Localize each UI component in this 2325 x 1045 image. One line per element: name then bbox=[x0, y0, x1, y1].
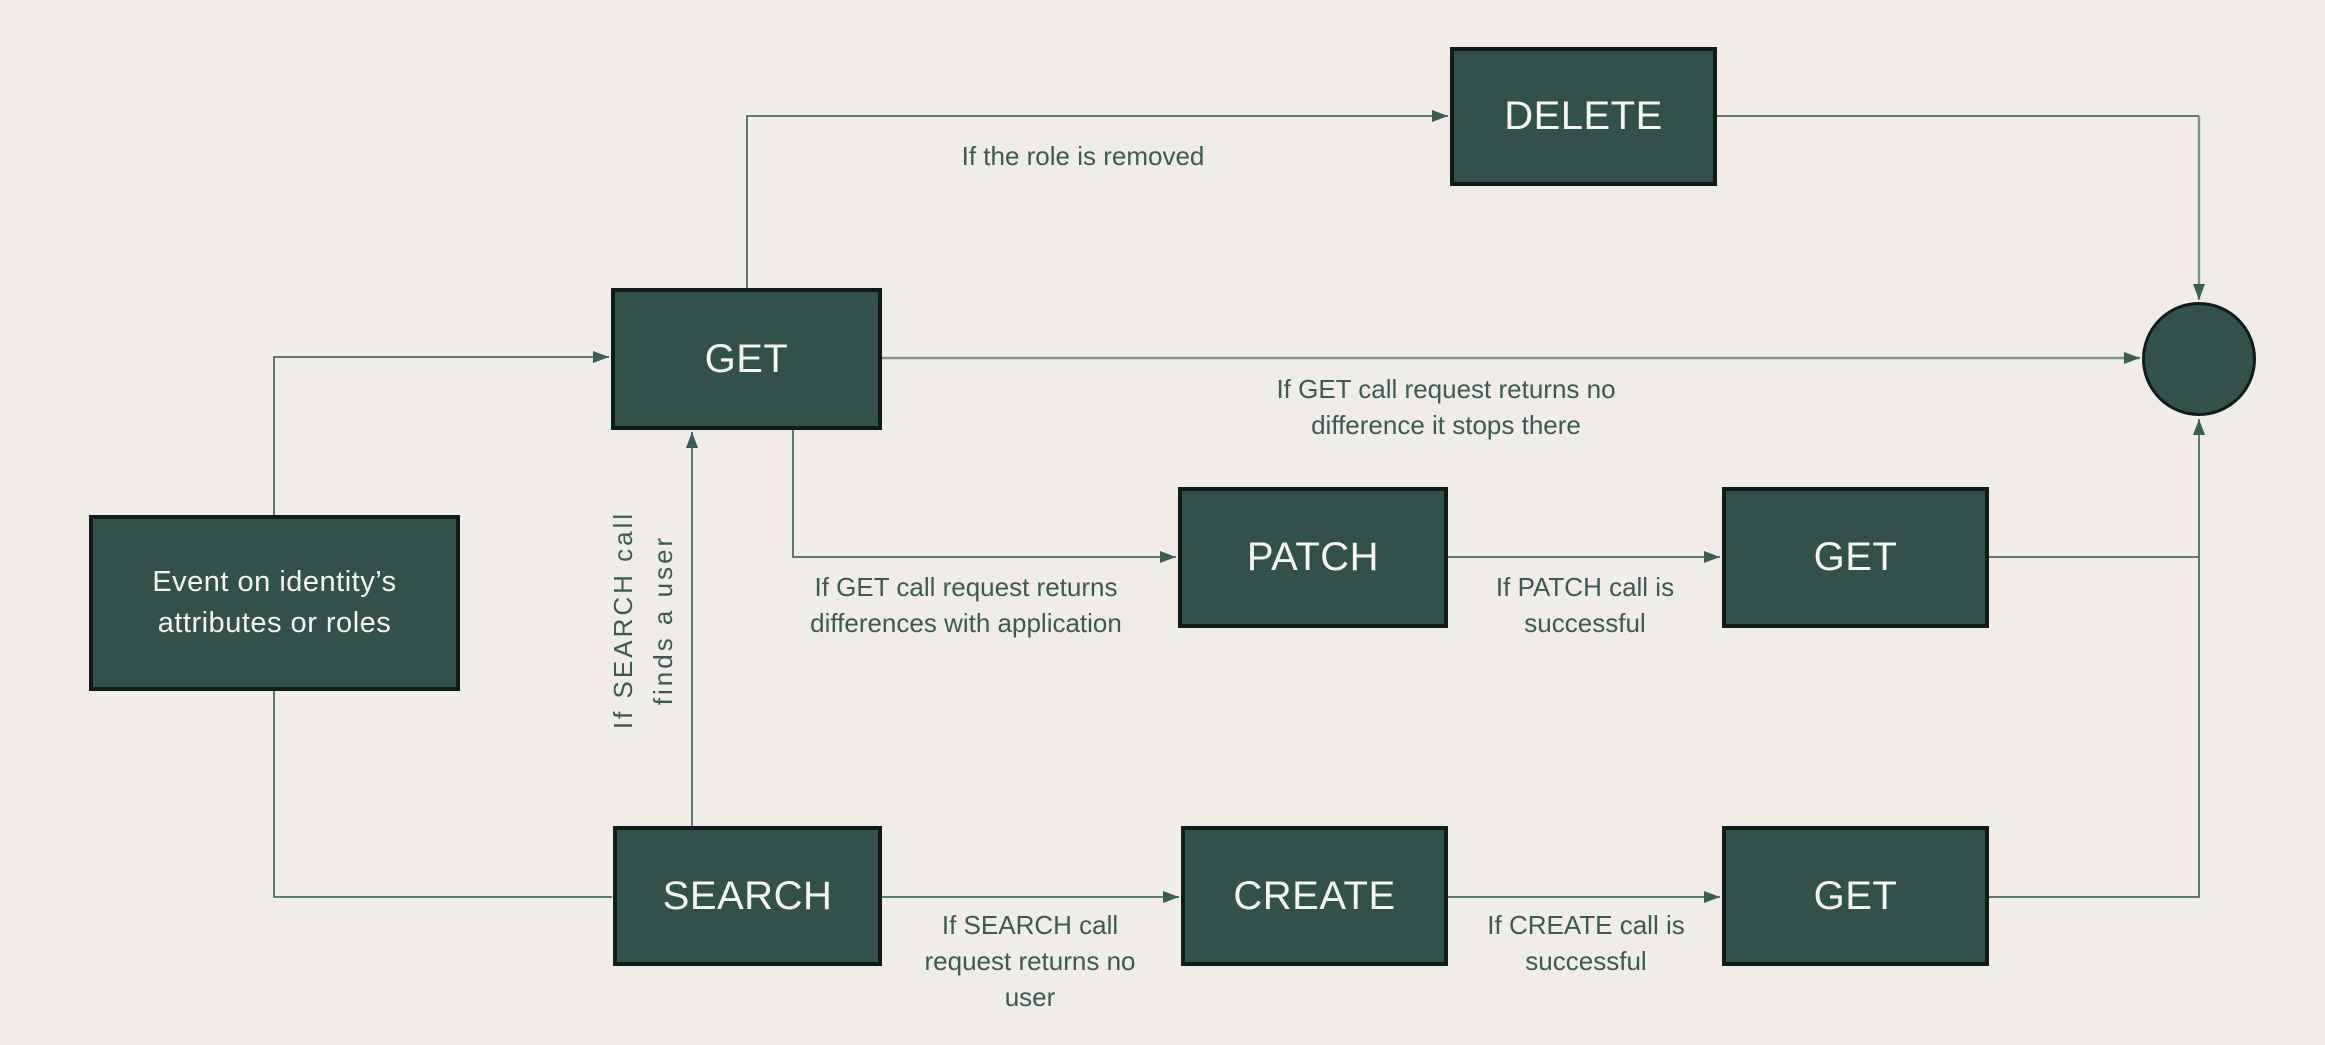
connector-event-to-search bbox=[273, 691, 612, 898]
connector-get3-to-end bbox=[1989, 419, 2205, 898]
edge-label-search-finds-user: If SEARCH call finds a user bbox=[608, 510, 678, 730]
edge-label-get-differences: If GET call request returns differences … bbox=[810, 572, 1122, 638]
node-get-after-create: GET bbox=[1722, 826, 1989, 966]
edge-label-get-no-difference: If GET call request returns no differenc… bbox=[1276, 374, 1616, 440]
node-search: SEARCH bbox=[613, 826, 882, 966]
connector-get-to-delete bbox=[746, 110, 1448, 288]
edge-label-role-removed: If the role is removed bbox=[961, 141, 1205, 171]
connector-get-to-patch bbox=[792, 430, 1176, 563]
node-patch: PATCH bbox=[1178, 487, 1448, 628]
edge-label-patch-success: If PATCH call is successful bbox=[1495, 572, 1675, 638]
edge-label-create-success: If CREATE call is successful bbox=[1487, 910, 1685, 976]
node-delete: DELETE bbox=[1450, 47, 1717, 186]
node-event: Event on identity’s attributes or roles bbox=[89, 515, 460, 691]
node-create: CREATE bbox=[1181, 826, 1448, 966]
node-get-initial: GET bbox=[611, 288, 882, 430]
node-get-after-patch: GET bbox=[1722, 487, 1989, 628]
end-node-circle bbox=[2142, 302, 2256, 416]
connector-event-to-get bbox=[273, 351, 609, 515]
edge-label-search-no-user: If SEARCH call request returns no user bbox=[924, 910, 1136, 1012]
